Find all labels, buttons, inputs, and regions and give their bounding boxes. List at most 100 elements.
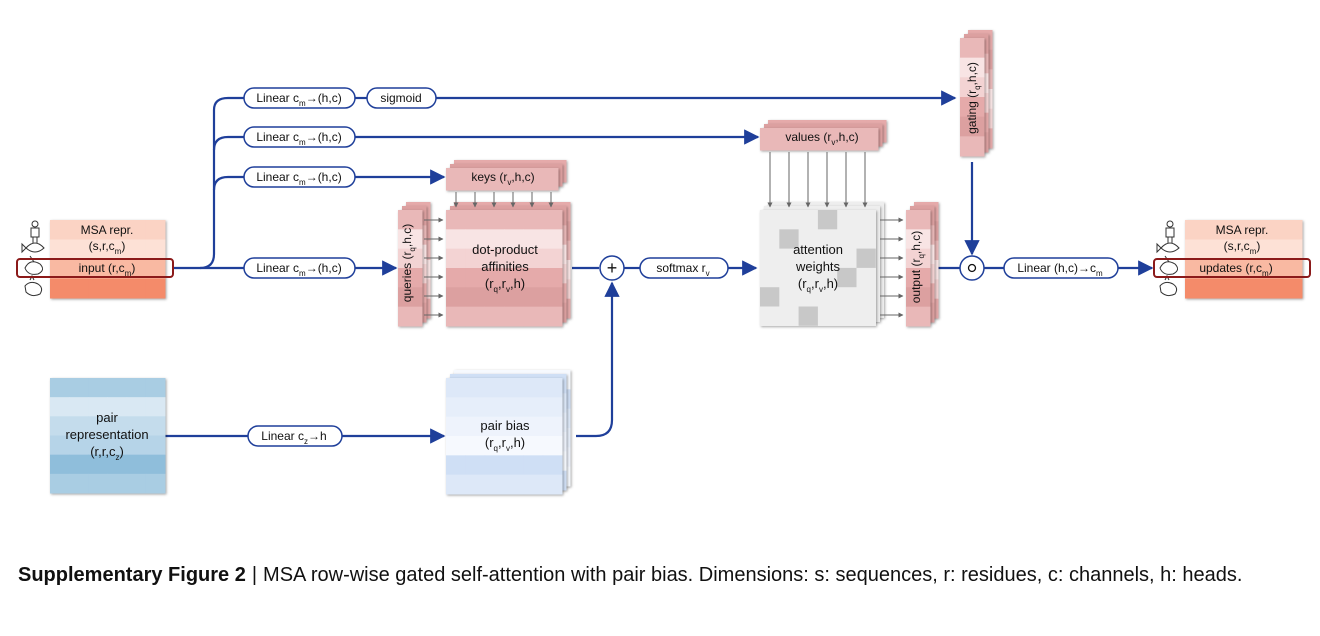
affinities-block-cell	[465, 268, 486, 288]
input-msa-block-cell	[126, 278, 147, 299]
pair-repr-block-cell	[50, 397, 70, 417]
affinities-dims: (rq,rv,h)	[485, 276, 525, 294]
linear-gate-node[interactable]: Linear cm→(h,c)	[243, 87, 356, 109]
linear-out-node[interactable]: Linear (h,c)→cm	[1003, 257, 1119, 279]
output-block-cell	[906, 229, 931, 250]
pair-repr-line2: representation	[65, 427, 148, 442]
pair-bias-block-cell	[446, 455, 466, 476]
pair-repr-block-cell	[126, 473, 147, 494]
pair-bias-block-cell	[446, 416, 466, 437]
svg-text:Linear cm→(h,c): Linear cm→(h,c)	[256, 91, 341, 108]
svg-text:Linear cz→h: Linear cz→h	[261, 429, 326, 446]
input-row-label: input (r,cm)	[79, 261, 136, 278]
values-label: values (rv,h,c)	[785, 130, 858, 147]
pair-repr-block-cell	[50, 416, 70, 436]
input-msa-block-cell	[107, 259, 128, 279]
affinities-block-cell	[484, 229, 505, 250]
pair-bias-block-cell	[484, 397, 505, 418]
gating-block	[960, 30, 993, 157]
output-msa-block-cell	[1282, 259, 1303, 279]
input-msa-block-layer	[50, 220, 166, 299]
affinities-block-cell	[446, 210, 466, 230]
affinities-block-cell	[542, 248, 563, 269]
queries-block-cell	[398, 229, 423, 250]
input-msa-block-cell	[126, 220, 147, 240]
input-msa-block-cell	[145, 278, 166, 299]
pair-repr-block-cell	[69, 473, 89, 494]
affinities-block-cell	[504, 306, 524, 327]
affinities-block-cell	[465, 248, 486, 269]
pair-repr-line1: pair	[96, 410, 118, 425]
input-msa-block-cell	[50, 259, 70, 279]
pair-bias-block-layer	[446, 378, 563, 495]
updates-row-highlight[interactable]	[1153, 258, 1311, 278]
input-msa-title: MSA repr.	[81, 223, 134, 237]
output-block-cell	[906, 287, 931, 308]
caption-text: MSA row-wise gated self-attention with p…	[263, 564, 1243, 586]
pair-bias-block-cell	[446, 474, 466, 495]
input-msa-block-cell	[69, 220, 89, 240]
output-msa-block-cell	[1185, 239, 1205, 260]
affinities-block-cell	[504, 229, 524, 250]
pair-bias-block-cell	[504, 416, 524, 437]
affinities-block-cell	[446, 306, 466, 327]
species-icons-left	[21, 220, 45, 297]
pair-bias-block-cell	[446, 397, 466, 418]
output-msa-block-cell	[1243, 220, 1264, 240]
affinities-block-cell	[523, 306, 544, 327]
attention-weights-cell	[779, 229, 799, 249]
pair-bias-block-cell	[523, 436, 544, 456]
input-msa-block-cell	[88, 220, 108, 240]
values-block-cell	[858, 128, 879, 151]
output-msa-block-cell	[1204, 239, 1225, 260]
attention-weights-cell	[760, 287, 780, 307]
pair-bias-block-cell	[484, 474, 505, 495]
attention-line1: attention	[793, 242, 843, 257]
linear-pair-node[interactable]: Linear cz→h	[247, 425, 343, 447]
add-node[interactable]: +	[599, 255, 625, 281]
pair-bias-block-cell	[465, 397, 486, 418]
affinities-block-cell	[523, 248, 544, 269]
sigmoid-node[interactable]: sigmoid	[366, 87, 437, 109]
affinities-block-cell	[542, 229, 563, 250]
affinities-block-cell	[504, 287, 524, 308]
values-block-cell	[819, 128, 840, 151]
softmax-node[interactable]: softmax rv	[639, 257, 729, 279]
svg-text:softmax rv: softmax rv	[656, 261, 709, 278]
linear-values-node[interactable]: Linear cm→(h,c)	[243, 126, 356, 148]
affinities-block-cell	[484, 306, 505, 327]
pair-bias-block-cell	[465, 416, 486, 437]
affinities-block-cell	[484, 287, 505, 308]
keys-block-cell	[520, 168, 540, 191]
gating-block-cell	[960, 57, 985, 78]
affinities-block-cell	[504, 248, 524, 269]
pair-bias-block-cell	[523, 455, 544, 476]
affinities-block-cell	[542, 287, 563, 308]
linear-queries-node[interactable]: Linear cm→(h,c)	[243, 257, 356, 279]
input-msa-block-cell	[69, 239, 89, 260]
pair-repr-block-cell	[107, 378, 128, 398]
input-msa-block	[50, 220, 166, 299]
output-msa-block-cell	[1243, 259, 1264, 279]
pair-repr-block-cell	[145, 416, 166, 436]
pair-bias-block-cell	[484, 436, 505, 456]
output-block-cell	[906, 268, 931, 288]
pair-bias-block-cell	[523, 397, 544, 418]
figure-caption: Supplementary Figure 2|MSA row-wise gate…	[18, 562, 1308, 588]
gating-label: gating (rq,h,c)	[965, 62, 982, 134]
pair-bias-block-cell	[484, 378, 505, 398]
human-icon	[1165, 220, 1175, 243]
affinities-line1: dot-product	[472, 242, 538, 257]
gate-multiply-node[interactable]	[959, 255, 985, 281]
input-row-highlight[interactable]	[16, 258, 174, 278]
affinities-block-layer	[446, 210, 563, 327]
pair-repr-block-cell	[107, 435, 128, 456]
fish-icon	[1156, 242, 1180, 254]
updates-row-label: updates (r,cm)	[1199, 261, 1272, 278]
queries-label: queries (rq,h,c)	[400, 224, 417, 302]
attention-weights-layer	[760, 210, 876, 326]
pair-repr-block-cell	[107, 397, 128, 417]
linear-keys-node[interactable]: Linear cm→(h,c)	[243, 166, 356, 188]
svg-text:+: +	[607, 258, 618, 278]
output-msa-block-cell	[1282, 239, 1303, 260]
